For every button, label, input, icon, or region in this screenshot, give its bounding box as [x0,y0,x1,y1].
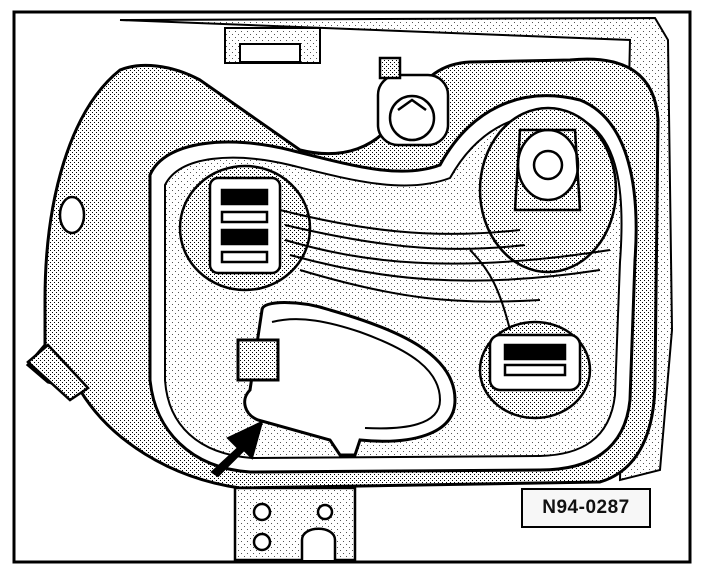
mounting-lug [376,56,450,147]
access-cover [236,301,457,457]
wiring-harness [279,209,611,331]
fog-lamp-socket [478,320,592,420]
cover-clip [236,338,280,382]
pointer-arrow [210,420,264,478]
bottom-bracket [233,486,357,562]
figure-reference-code: N94-0287 [521,488,651,528]
side-mounting-tab [26,195,90,402]
low-beam-socket [178,164,312,292]
